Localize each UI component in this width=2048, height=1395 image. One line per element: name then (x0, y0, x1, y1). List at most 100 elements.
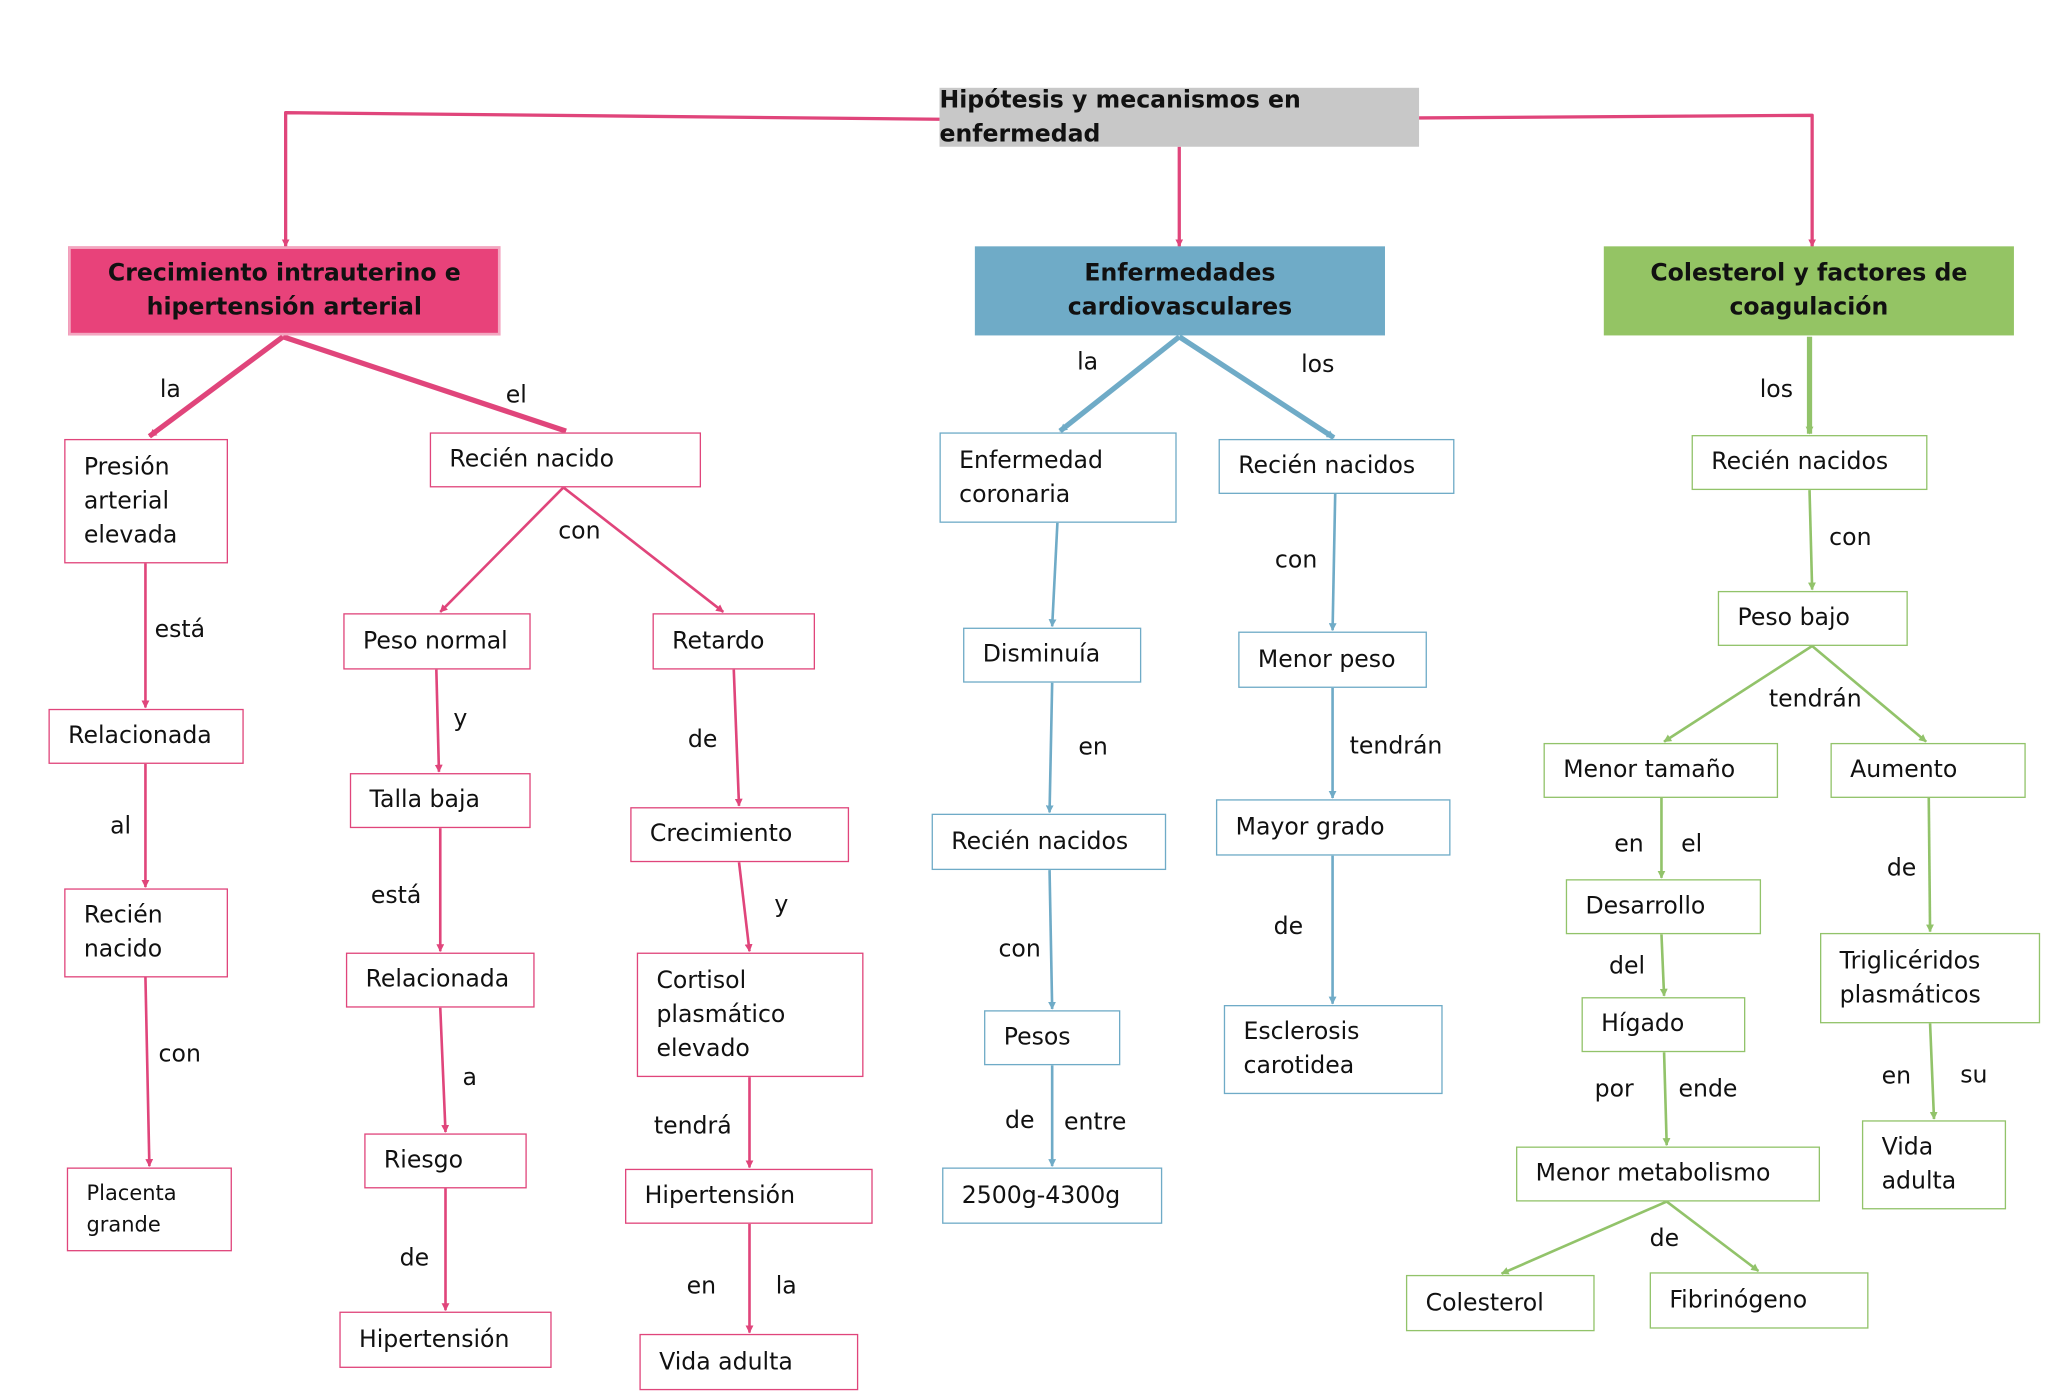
connector-arrow (1808, 490, 1816, 591)
connector-arrow (438, 1007, 450, 1133)
edge-label: al (110, 812, 132, 840)
node-mayor-grado: Mayor grado (1215, 799, 1451, 856)
node-riesgo: Riesgo (364, 1133, 527, 1189)
edge-label: la (775, 1272, 797, 1300)
node-peso-bajo: Peso bajo (1717, 590, 1908, 646)
edge-label: en (1881, 1062, 1912, 1091)
connector-arrow (434, 669, 443, 773)
edge-label: el (505, 381, 527, 409)
connector-arrow (144, 977, 154, 1167)
category-cholesterol: Colesterol y factores de coagulación (1603, 246, 2014, 336)
connector-arrow (281, 111, 940, 248)
node-enfermedad-coronaria: Enfermedad coronaria (939, 432, 1177, 523)
edge-label: del (1609, 952, 1646, 981)
connector-arrow (1926, 797, 1934, 933)
connector-arrow (282, 334, 567, 434)
connector-arrow (1419, 113, 1817, 248)
edge-label: con (1829, 524, 1872, 552)
edge-label: de (687, 725, 718, 754)
node-cortisol: Cortisol plasmático elevado (636, 952, 864, 1078)
edge-label: la (159, 376, 181, 404)
edge-label: de (1649, 1225, 1680, 1253)
edge-label: con (1274, 546, 1318, 574)
edge-label: de (399, 1244, 430, 1273)
edge-label: y (774, 891, 789, 919)
edge-label: está (154, 615, 206, 644)
node-recien-nacidos-c2: Recién nacidos (1218, 438, 1455, 494)
node-recien-nacido-1: Recién nacido (64, 888, 228, 978)
connector-arrow (562, 486, 725, 613)
connector-arrow (1928, 1023, 1938, 1120)
edge-label: de (1005, 1107, 1035, 1135)
node-hipertension-1: Hipertensión (339, 1311, 552, 1368)
node-disminuia: Disminuía (963, 627, 1142, 683)
node-placenta-grande: Placenta grande (66, 1167, 232, 1252)
edge-label: tendrán (1349, 732, 1443, 760)
edge-label: en (1078, 733, 1108, 762)
edge-label: de (1886, 854, 1917, 882)
edge-label: los (1301, 351, 1335, 379)
edge-label: el (1681, 830, 1703, 859)
edge-label: con (158, 1040, 201, 1068)
node-recien-nacido-2: Recién nacido (429, 432, 702, 488)
node-talla-baja: Talla baja (349, 773, 531, 829)
connector-arrow (1058, 334, 1181, 434)
connector-arrow (1811, 644, 1927, 743)
connector-arrow (1665, 1200, 1760, 1273)
edge-label: su (1960, 1061, 1988, 1089)
node-relacionada-2: Relacionada (345, 952, 535, 1008)
node-trigliceridos: Triglicéridos plasmáticos (1820, 932, 2041, 1024)
node-retardo: Retardo (652, 613, 816, 670)
node-desarrollo: Desarrollo (1565, 879, 1762, 935)
node-fibrinogeno: Fibrinógeno (1649, 1272, 1869, 1329)
node-menor-metabolismo: Menor metabolismo (1516, 1146, 1821, 1202)
edge-label: por (1594, 1075, 1634, 1104)
edge-label: tendrán (1768, 685, 1862, 713)
node-crecimiento: Crecimiento (630, 807, 850, 863)
edge-label: entre (1063, 1108, 1127, 1137)
node-rango-pesos: 2500g-4300g (942, 1167, 1163, 1224)
connector-arrow (1663, 644, 1813, 743)
connector-arrow (1045, 682, 1054, 814)
connector-arrow (1659, 934, 1668, 997)
connector-arrow (1048, 522, 1059, 628)
node-hipertension-2: Hipertensión (625, 1168, 873, 1224)
edge-label: y (453, 704, 468, 733)
connector-arrow (147, 334, 285, 439)
connector-arrow (1500, 1200, 1668, 1275)
edge-label: los (1759, 376, 1794, 404)
node-presion-arterial: Presión arterial elevada (64, 438, 228, 564)
node-vida-adulta-1: Vida adulta (639, 1333, 859, 1391)
node-colesterol: Colesterol (1405, 1274, 1595, 1332)
edge-label: en (1614, 830, 1644, 859)
edge-label: con (998, 935, 1041, 964)
edge-label: ende (1678, 1075, 1738, 1104)
edge-label: a (462, 1063, 477, 1092)
node-recien-nacidos-g: Recién nacidos (1691, 435, 1928, 491)
node-higado: Hígado (1581, 997, 1746, 1053)
node-esclerosis-carotidea: Esclerosis carotidea (1223, 1005, 1443, 1095)
connector-arrow (1662, 1052, 1671, 1146)
edge-label: la (1077, 348, 1099, 377)
connector-arrow (439, 486, 565, 613)
connector-arrow (1177, 334, 1336, 440)
category-cardio: Enfermedades cardiovasculares (974, 246, 1385, 336)
node-peso-normal: Peso normal (343, 613, 531, 670)
connector-arrow (1048, 870, 1056, 1010)
connector-arrow (1328, 493, 1337, 632)
edge-label: está (370, 881, 422, 910)
category-growth: Crecimiento intrauterino e hipertensión … (68, 246, 501, 336)
node-relacionada-1: Relacionada (48, 708, 244, 764)
node-menor-peso: Menor peso (1238, 631, 1427, 688)
connector-arrow (732, 669, 743, 807)
node-menor-tamano: Menor tamaño (1543, 742, 1779, 798)
edge-label: de (1273, 913, 1304, 941)
edge-label: tendrá (653, 1112, 732, 1140)
connector-arrow (737, 862, 753, 953)
node-pesos: Pesos (984, 1010, 1121, 1066)
edge-label: en (686, 1272, 717, 1300)
root-node: Hipótesis y mecanismos en enfermedad (939, 86, 1420, 147)
node-aumento: Aumento (1830, 742, 2026, 798)
